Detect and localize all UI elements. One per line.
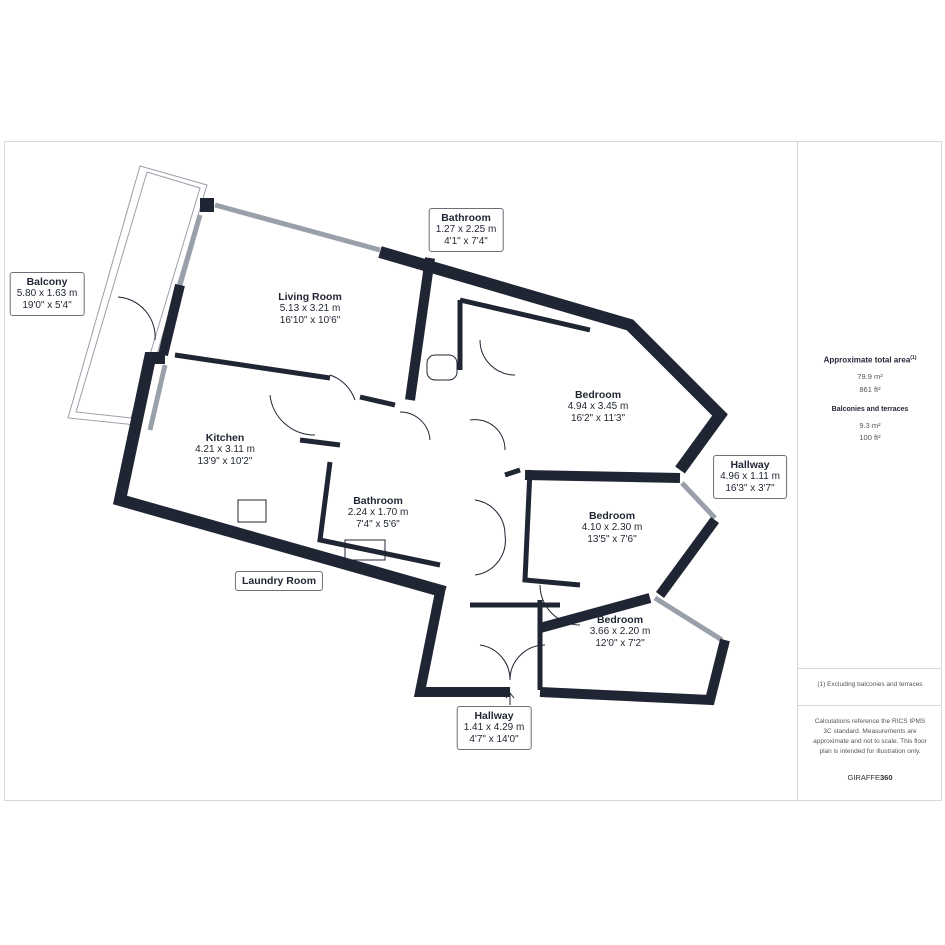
plan-shape: [459, 297, 591, 333]
plan-shape: [539, 638, 730, 706]
balcony-outline: [67, 165, 208, 426]
total-area-m2: 79.9 m²: [857, 372, 883, 381]
balconies-title: Balconies and terraces: [831, 406, 909, 413]
total-area-ft2: 861 ft²: [859, 385, 881, 394]
plan-shape: [378, 246, 728, 474]
door: [329, 374, 356, 401]
footnote: (1) Excluding balconies and terraces: [817, 681, 923, 688]
area-summary-panel: Approximate total area(1) 79.9 m² 861 ft…: [797, 141, 942, 801]
disclaimer: Calculations reference the RICS IPMS 3C …: [813, 718, 927, 755]
door: [269, 394, 316, 436]
plan-shape: [359, 394, 396, 408]
plan-shape: [299, 437, 341, 448]
brand-logo: GIRAFFE360: [847, 773, 893, 782]
door: [539, 584, 581, 626]
plan-shape: [405, 257, 435, 401]
plan-shape: [504, 467, 521, 478]
plan-frame: [4, 141, 942, 801]
plan-shape: [112, 352, 447, 598]
door: [469, 419, 506, 451]
total-area-title: Approximate total area(1): [823, 355, 917, 365]
balconies-m2: 9.3 m²: [859, 421, 881, 430]
doors: [117, 296, 581, 681]
window: [177, 214, 203, 286]
plan-shape: [522, 469, 581, 588]
plan-shape: [538, 593, 652, 633]
door: [474, 499, 506, 576]
plan-shape: [413, 591, 510, 697]
balconies-ft2: 100 ft²: [859, 433, 881, 442]
toilet-icon: [426, 354, 458, 381]
window: [147, 364, 168, 431]
door: [479, 644, 546, 681]
plan-shape: [174, 352, 331, 381]
plan-shape: [317, 461, 441, 568]
plan-shape: [524, 470, 681, 483]
divider: [798, 705, 942, 706]
plan-shape: [158, 283, 185, 357]
window: [653, 595, 724, 643]
divider: [798, 668, 942, 669]
bath-icon: [344, 539, 386, 561]
plan-shape: [655, 517, 720, 598]
room-label-laundry: Laundry Room: [234, 571, 324, 591]
window: [680, 481, 717, 520]
walls: [112, 198, 730, 706]
hob-icon: [237, 499, 267, 523]
window: [214, 202, 381, 253]
plan-shape: [505, 692, 515, 699]
door: [399, 411, 431, 441]
door: [117, 296, 156, 341]
entry-arrow-icon: [505, 692, 515, 705]
plan-shape: [75, 171, 201, 419]
door: [479, 339, 516, 376]
